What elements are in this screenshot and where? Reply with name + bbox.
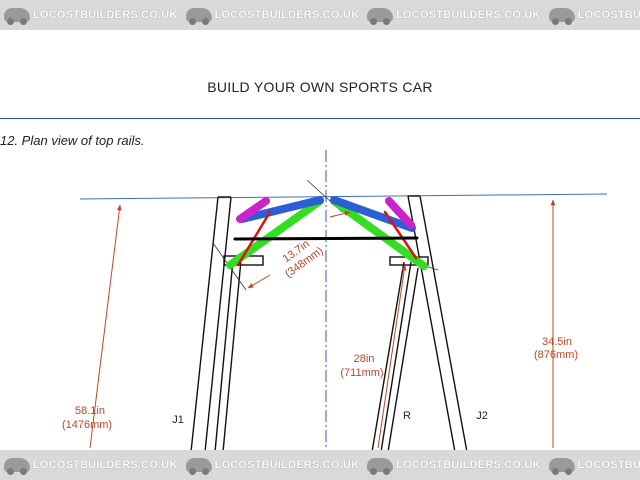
watermark-text: LOCOSTBUILDERS.CO.UK <box>214 459 360 471</box>
car-logo-icon <box>185 8 212 25</box>
watermark-text: LOCOSTBUILDERS.CO.UK <box>577 9 640 21</box>
watermark-item: LOCOSTBUILDERS.CO.UK <box>185 458 360 475</box>
watermark-item: LOCOSTBUILDERS.CO.UK <box>548 458 640 475</box>
car-logo-icon <box>548 8 575 25</box>
part-label-r: R <box>403 410 411 422</box>
watermark-row: LOCOSTBUILDERS.CO.UK LOCOSTBUILDERS.CO.UK… <box>0 450 640 480</box>
watermark-text: LOCOSTBUILDERS.CO.UK <box>33 459 178 471</box>
watermark-strip-bottom: LOCOSTBUILDERS.CO.UK LOCOSTBUILDERS.CO.UK… <box>0 450 640 480</box>
watermark-text: LOCOSTBUILDERS.CO.UK <box>396 459 541 471</box>
page-title: BUILD YOUR OWN SPORTS CAR <box>207 79 433 95</box>
left-height-label-mm: (1476mm) <box>62 419 112 431</box>
diagonal-arrow-lower <box>247 274 271 289</box>
left-height-arrow <box>89 204 122 449</box>
car-logo-icon <box>548 458 575 475</box>
inner-arrow <box>377 264 407 449</box>
cross-bar <box>233 236 419 241</box>
dimension-arrows <box>89 199 556 449</box>
watermark-text: LOCOSTBUILDERS.CO.UK <box>33 9 178 21</box>
watermark-item: LOCOSTBUILDERS.CO.UK <box>4 8 178 25</box>
watermark-item: LOCOSTBUILDERS.CO.UK <box>4 458 178 475</box>
right-height-label-mm: (876mm) <box>534 349 578 361</box>
frame-rails <box>190 195 468 453</box>
header-divider <box>0 118 640 119</box>
watermark-text: LOCOSTBUILDERS.CO.UK <box>214 9 360 21</box>
car-logo-icon <box>4 8 30 25</box>
watermark-item: LOCOSTBUILDERS.CO.UK <box>367 8 541 25</box>
figure-caption: 12. Plan view of top rails. <box>0 133 145 148</box>
part-label-j2: J2 <box>476 410 488 422</box>
inner-label-in: 28in <box>354 353 375 365</box>
blue-rail-left <box>238 196 324 223</box>
car-logo-icon <box>367 8 394 25</box>
magenta-rail-right <box>385 197 415 229</box>
right-height-label-in: 34.5in <box>542 336 572 348</box>
watermark-row: LOCOSTBUILDERS.CO.UK LOCOSTBUILDERS.CO.UK… <box>0 0 640 30</box>
diagonal-arrow-upper <box>329 210 351 218</box>
red-brace-right <box>383 210 418 260</box>
top-reference-line <box>79 193 608 200</box>
watermark-text: LOCOSTBUILDERS.CO.UK <box>577 459 640 471</box>
watermark-item: LOCOSTBUILDERS.CO.UK <box>185 8 360 25</box>
inner-label-mm: (711mm) <box>340 367 383 379</box>
magenta-rail-left <box>236 197 270 223</box>
car-logo-icon <box>185 458 212 475</box>
car-logo-icon <box>4 458 30 475</box>
watermark-text: LOCOSTBUILDERS.CO.UK <box>396 9 541 21</box>
blue-rail-right <box>330 196 416 232</box>
part-label-j1: J1 <box>172 414 184 426</box>
watermark-item: LOCOSTBUILDERS.CO.UK <box>548 8 640 25</box>
watermark-strip-top: LOCOSTBUILDERS.CO.UK LOCOSTBUILDERS.CO.UK… <box>0 0 640 30</box>
watermark-item: LOCOSTBUILDERS.CO.UK <box>367 458 541 475</box>
left-height-label-in: 58.1in <box>75 405 105 417</box>
car-logo-icon <box>367 458 394 475</box>
